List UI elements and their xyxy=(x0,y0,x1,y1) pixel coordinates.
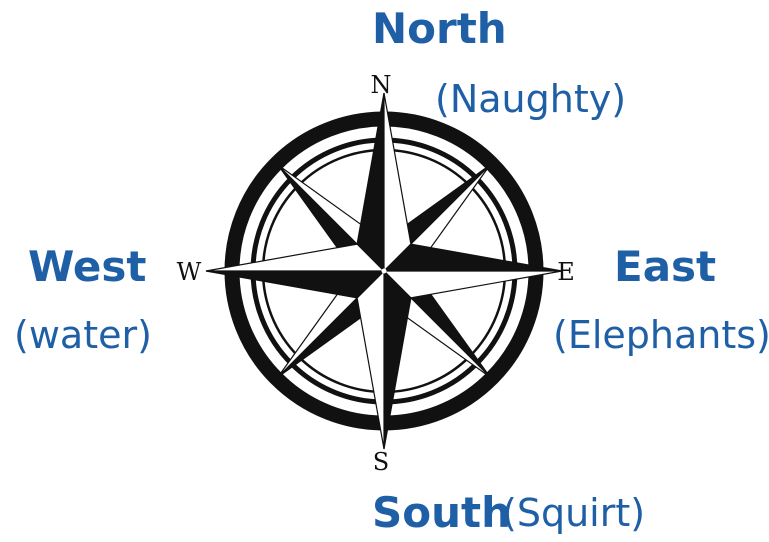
east-label: East xyxy=(614,246,716,288)
center-dot xyxy=(382,269,387,274)
west-label: West xyxy=(28,246,146,288)
letter-e: E xyxy=(557,258,575,286)
north-mnemonic: (Naughty) xyxy=(435,80,626,118)
letter-w: W xyxy=(177,258,202,286)
letter-n: N xyxy=(371,71,392,99)
letter-s: S xyxy=(373,448,389,476)
south-label: South xyxy=(372,492,511,534)
west-mnemonic: (water) xyxy=(14,316,152,354)
north-label: North xyxy=(372,8,507,50)
south-mnemonic: (Squirt) xyxy=(502,494,645,532)
east-mnemonic: (Elephants) xyxy=(553,316,769,354)
